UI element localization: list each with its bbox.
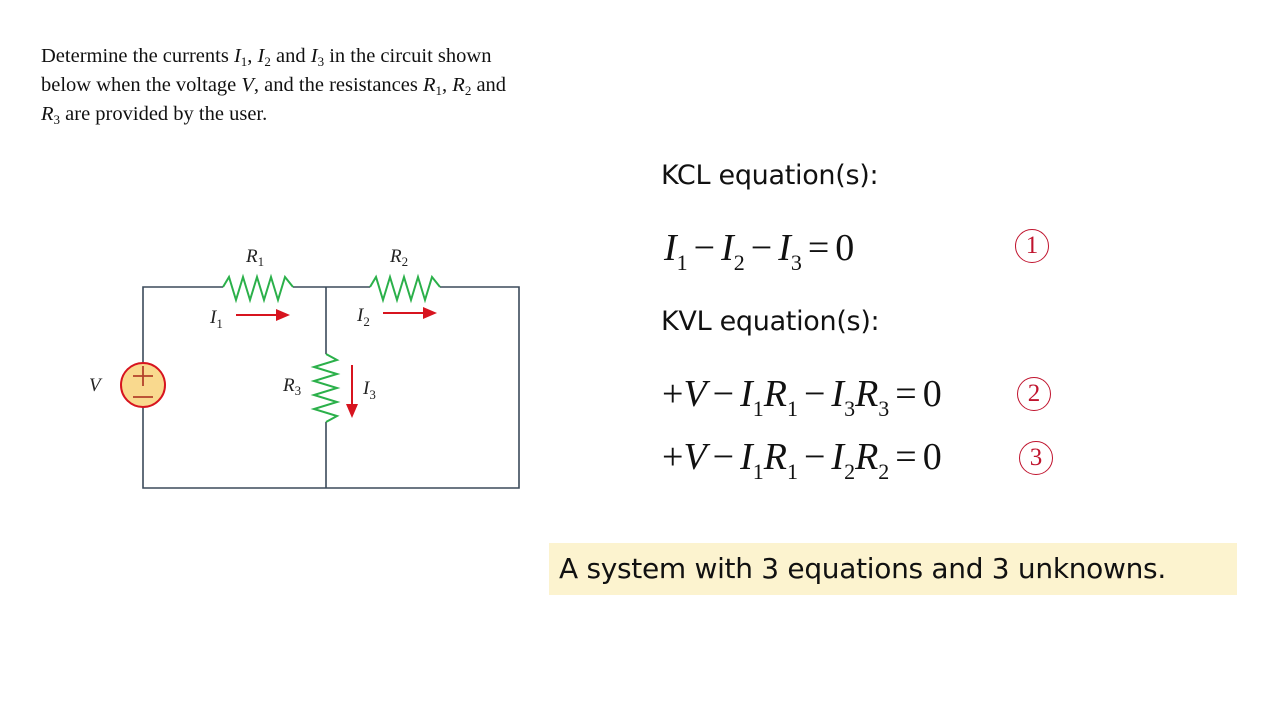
- kvl-equation-2: +V−I1R1−I3R3=0: [662, 373, 942, 421]
- summary-callout: A system with 3 equations and 3 unknowns…: [549, 543, 1237, 595]
- label-v: V: [89, 375, 103, 396]
- label-r2: R2: [389, 246, 408, 269]
- label-i1: I1: [209, 307, 223, 331]
- kvl-heading: KVL equation(s):: [661, 306, 880, 337]
- kvl-equation-3: +V−I1R1−I2R2=0: [662, 436, 942, 484]
- equation-number-2: 2: [1017, 377, 1051, 411]
- wires: [142, 286, 520, 489]
- label-r1: R1: [245, 246, 264, 269]
- equation-number-1: 1: [1015, 229, 1049, 263]
- resistor-r3-icon: [310, 353, 341, 423]
- label-r3: R3: [282, 375, 301, 398]
- label-i3: I3: [362, 378, 376, 402]
- problem-line-3: R3 are provided by the user.: [41, 103, 268, 127]
- kcl-equation-1: I1−I2−I3=0: [664, 227, 855, 275]
- problem-line-2: below when the voltage V, and the resist…: [41, 74, 507, 98]
- voltage-source-icon: [120, 362, 166, 408]
- label-i2: I2: [356, 305, 370, 329]
- equation-number-3: 3: [1019, 441, 1053, 475]
- current-arrow-i3-icon: [346, 365, 358, 418]
- resistor-r1-icon: [222, 273, 294, 304]
- problem-line-1: Determine the currents I1, I2 and I3 in …: [41, 45, 492, 69]
- current-arrow-i2-icon: [383, 307, 437, 319]
- current-arrow-i1-icon: [236, 309, 290, 321]
- kcl-heading: KCL equation(s):: [661, 160, 879, 191]
- problem-statement: Determine the currents I1, I2 and I3 in …: [41, 42, 611, 129]
- resistor-r2-icon: [369, 273, 441, 304]
- circuit-diagram: V R1 R2 R3 I1 I2 I3: [89, 246, 520, 489]
